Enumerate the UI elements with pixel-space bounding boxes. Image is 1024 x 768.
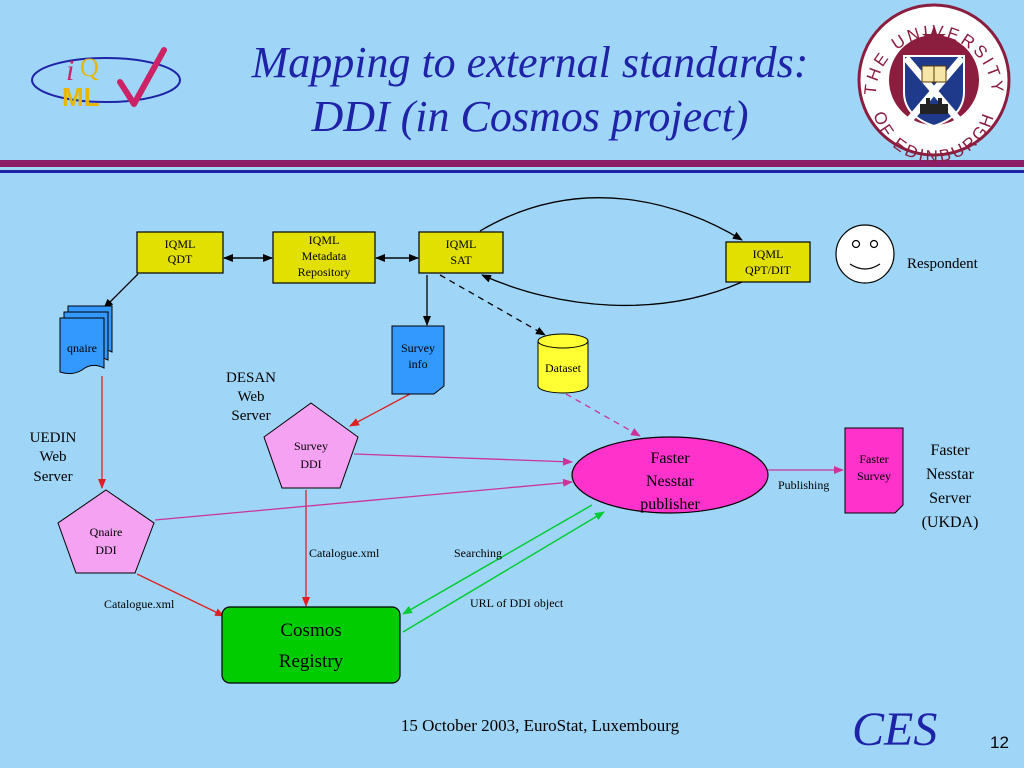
edge-sat-dataset [439, 274, 546, 336]
node-qnaire-documents: qnaire [59, 305, 113, 375]
edge-cosmos-publisher [402, 511, 605, 633]
iqml-logo: i Q ML [31, 47, 181, 112]
node-survey-ddi: Survey DDI [263, 402, 359, 489]
svg-text:Nesstar: Nesstar [926, 466, 975, 483]
svg-text:UEDIN: UEDIN [30, 430, 77, 446]
edge-qpt-sat [481, 274, 743, 307]
edge-qdt-qnaire [103, 273, 139, 309]
title-line-2: DDI (in Cosmos project) [311, 92, 749, 141]
node-iqml-qpt-dit: IQML QPT/DIT [725, 241, 811, 283]
label-catalogue-center: Catalogue.xml [309, 546, 380, 560]
edge-qnaireddi-publisher [154, 478, 573, 521]
node-iqml-repository: IQML Metadata Repository [272, 231, 376, 284]
svg-text:Qnaire: Qnaire [90, 525, 123, 539]
svg-text:Server: Server [33, 469, 72, 485]
svg-text:IQML: IQML [753, 247, 784, 261]
svg-text:(UKDA): (UKDA) [922, 514, 979, 531]
svg-text:Cosmos: Cosmos [280, 620, 341, 641]
university-seal: THE UNIVERSITY OF EDINBURGH [857, 3, 1011, 166]
label-faster-nesstar-server: Faster Nesstar Server (UKDA) [922, 442, 979, 531]
edge-sat-qpt [479, 197, 743, 241]
svg-text:Server: Server [929, 490, 971, 507]
node-iqml-qdt: IQML QDT [136, 231, 224, 274]
ces-label: CES [852, 703, 938, 756]
header-rule-blue [0, 170, 1024, 173]
svg-text:Metadata: Metadata [302, 249, 347, 263]
label-catalogue-left: Catalogue.xml [104, 597, 175, 611]
svg-text:QDT: QDT [168, 252, 193, 266]
logo-i: i [66, 54, 74, 87]
respondent-smiley-icon [835, 224, 895, 284]
svg-text:DDI: DDI [95, 543, 116, 557]
logo-q: Q [80, 53, 99, 82]
label-publishing: Publishing [778, 478, 829, 492]
svg-text:Repository: Repository [298, 265, 351, 279]
node-survey-info: Survey info [391, 325, 445, 395]
node-cosmos-registry: Cosmos Registry [221, 606, 401, 684]
svg-text:Web: Web [39, 449, 66, 465]
svg-text:Faster: Faster [650, 450, 690, 467]
label-qnaire: qnaire [67, 341, 97, 355]
slide-title: Mapping to external standards: DDI (in C… [190, 36, 870, 144]
seal-castle-icon [920, 98, 948, 114]
node-dataset: Dataset [537, 333, 589, 394]
footer-text: 15 October 2003, EuroStat, Luxembourg [400, 716, 680, 735]
svg-text:Nesstar: Nesstar [646, 473, 695, 490]
label-respondent: Respondent [907, 256, 979, 272]
node-faster-survey: Faster Survey [844, 427, 904, 514]
svg-text:info: info [408, 357, 427, 371]
edge-surveyddi-publisher [353, 453, 573, 466]
edge-surveyinfo-surveyddi [349, 393, 411, 427]
edge-dataset-publisher [565, 393, 641, 437]
svg-text:IQML: IQML [165, 237, 196, 251]
svg-text:QPT/DIT: QPT/DIT [745, 263, 792, 277]
title-line-1: Mapping to external standards: [251, 38, 809, 87]
seal-saltire-icon [903, 55, 965, 127]
logo-ml: ML [62, 82, 100, 112]
svg-text:IQML: IQML [309, 233, 340, 247]
label-uedin-web-server: UEDIN Web Server [30, 430, 77, 485]
svg-text:SAT: SAT [450, 253, 472, 267]
svg-text:Registry: Registry [279, 651, 344, 672]
edge-publisher-cosmos [402, 504, 593, 615]
svg-text:Faster: Faster [859, 452, 888, 466]
label-url-ddi-object: URL of DDI object [470, 596, 564, 610]
svg-text:DESAN: DESAN [226, 370, 276, 386]
svg-text:Web: Web [237, 389, 264, 405]
svg-text:Server: Server [231, 408, 270, 424]
header-rule-maroon [0, 160, 1024, 167]
edge-qnaireddi-cosmos [136, 573, 225, 617]
node-iqml-sat: IQML SAT [418, 231, 504, 274]
svg-text:Survey: Survey [857, 469, 891, 483]
node-qnaire-ddi: Qnaire DDI [57, 489, 155, 574]
label-dataset: Dataset [545, 361, 582, 375]
label-searching: Searching [454, 546, 502, 560]
node-faster-nesstar-publisher: Faster Nesstar publisher [571, 436, 769, 514]
svg-text:IQML: IQML [446, 237, 477, 251]
page-number: 12 [990, 733, 1009, 752]
svg-text:publisher: publisher [640, 496, 700, 513]
svg-text:Survey: Survey [294, 439, 328, 453]
svg-text:DDI: DDI [300, 457, 321, 471]
logo-check-icon [117, 47, 167, 107]
label-desan-web-server: DESAN Web Server [226, 370, 276, 424]
svg-text:Faster: Faster [930, 442, 970, 459]
svg-text:Survey: Survey [401, 341, 435, 355]
